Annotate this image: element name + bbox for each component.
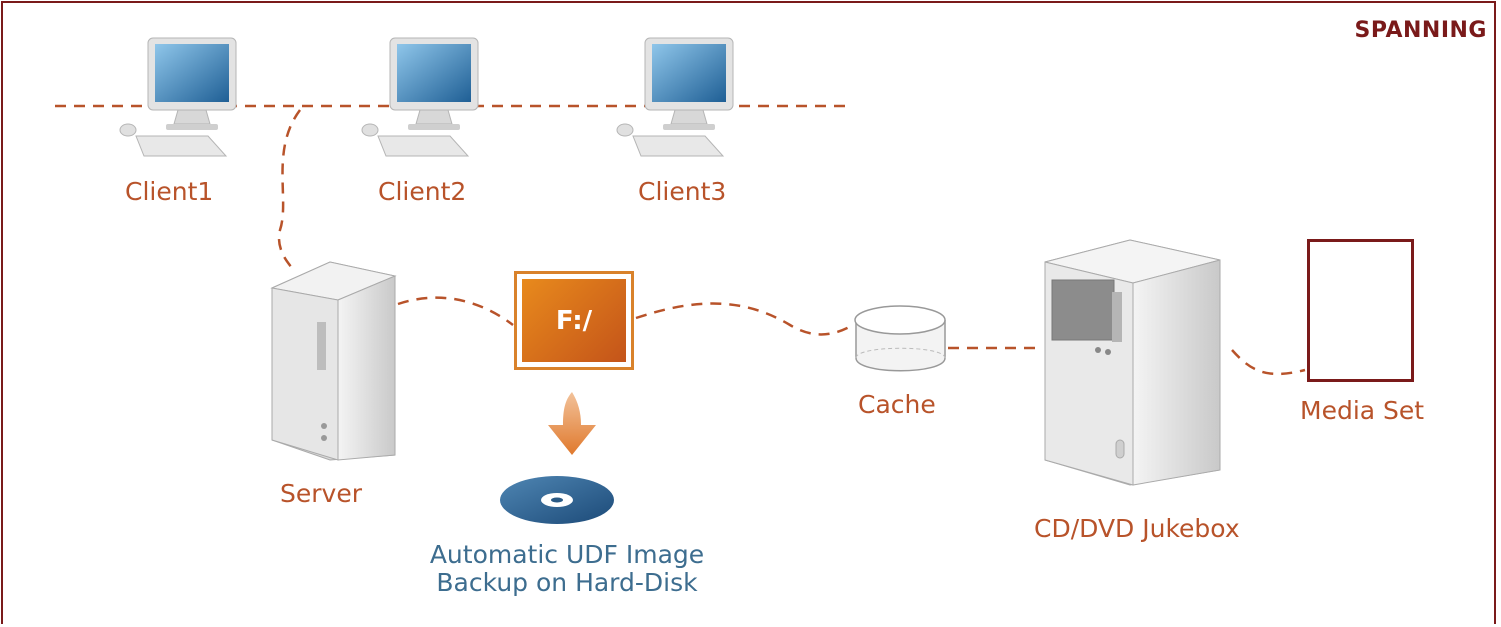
client2-label: Client2 bbox=[378, 177, 467, 206]
jukebox-label: CD/DVD Jukebox bbox=[1034, 514, 1240, 543]
server-tower bbox=[270, 261, 397, 461]
server-uplink bbox=[277, 109, 302, 269]
down-arrow-icon bbox=[548, 392, 596, 455]
backup-disc-icon bbox=[500, 476, 614, 524]
server-to-drive-line bbox=[397, 296, 514, 326]
diagram-title: SPANNING bbox=[1354, 18, 1487, 43]
client3-computer bbox=[616, 37, 734, 157]
jukebox-tower bbox=[1044, 239, 1221, 486]
media-set-box bbox=[1307, 239, 1414, 382]
client3-label: Client3 bbox=[638, 177, 727, 206]
backup-label: Automatic UDF Image Backup on Hard-Disk bbox=[412, 541, 722, 597]
client2-computer bbox=[361, 37, 479, 157]
jukebox-to-media-line bbox=[1231, 349, 1306, 376]
network-lines bbox=[55, 104, 1306, 376]
drive-box: F:/ bbox=[514, 271, 634, 370]
server-label: Server bbox=[280, 479, 362, 508]
drive-label: F:/ bbox=[522, 279, 626, 362]
client1-computer bbox=[119, 37, 237, 157]
media-set-label: Media Set bbox=[1300, 396, 1425, 425]
drive-to-cache-line bbox=[635, 302, 854, 336]
backup-label-line1: Automatic UDF Image bbox=[429, 540, 705, 569]
cache-label: Cache bbox=[858, 390, 936, 419]
client1-label: Client1 bbox=[125, 177, 214, 206]
backup-label-line2: Backup on Hard-Disk bbox=[436, 568, 698, 597]
cache-cylinder-icon bbox=[854, 305, 946, 372]
